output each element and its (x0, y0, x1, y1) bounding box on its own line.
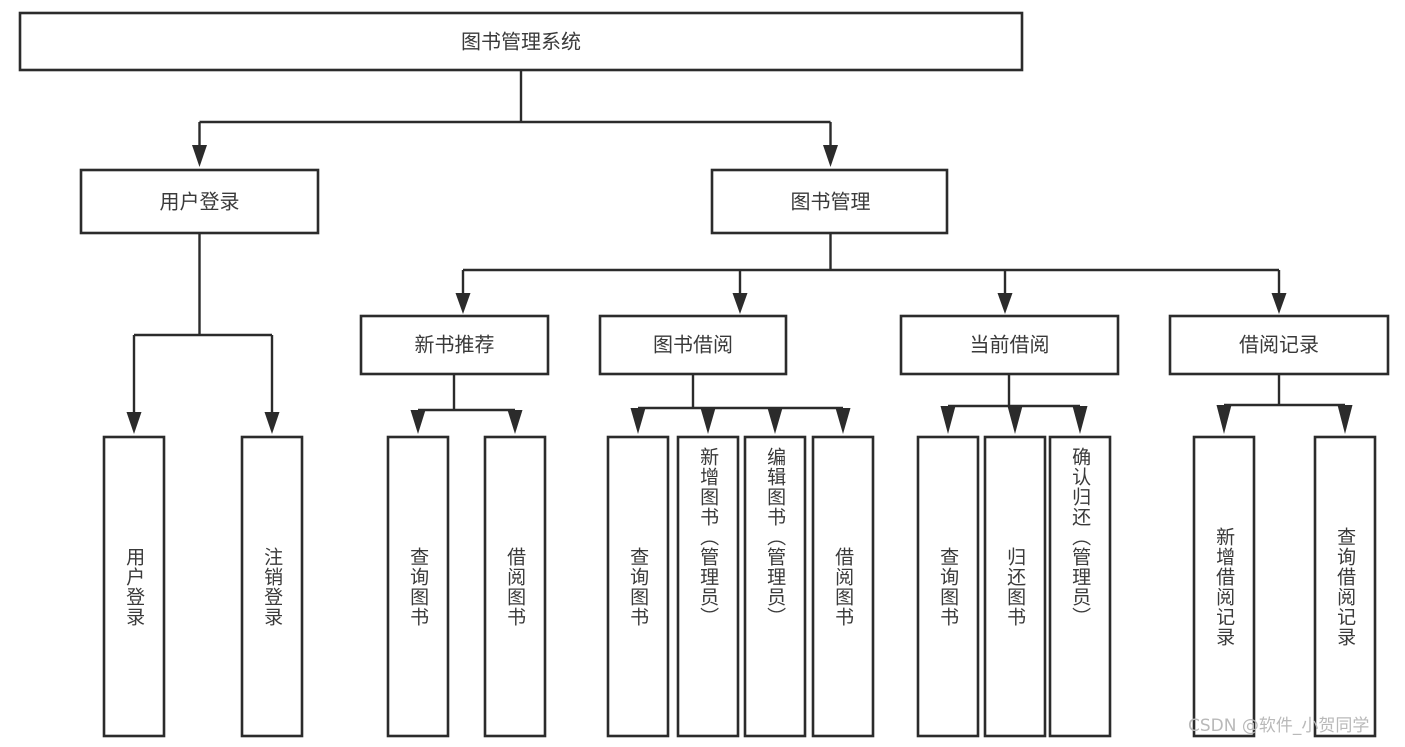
csdn-watermark: CSDN @软件_小贺同学 (1188, 716, 1370, 736)
arrow-head-bb-add-book (700, 408, 716, 434)
node-book-borrow-box[interactable] (598, 314, 788, 376)
leaf-box-add-book-admin[interactable] (676, 435, 740, 738)
leaf-box-group (102, 435, 1377, 738)
node-book-management[interactable]: 图书管理 (710, 168, 949, 235)
leaf-box-query-book-bb[interactable] (606, 435, 670, 738)
leaf-box-borrow-book-bb[interactable] (811, 435, 875, 738)
node-user-login-box[interactable] (79, 168, 320, 235)
leaf-box-query-book-cb[interactable] (916, 435, 980, 738)
node-book-borrow[interactable]: 图书借阅 (598, 314, 788, 376)
node-current-borrow[interactable]: 当前借阅 (899, 314, 1120, 376)
node-root-system-box[interactable] (18, 11, 1024, 72)
leaf-box-logout[interactable] (240, 435, 304, 738)
node-borrow-record-box[interactable] (1168, 314, 1390, 376)
arrow-head-nbr-borrow-book (507, 410, 523, 434)
arrow-head-cb-confirm-return (1072, 406, 1088, 434)
leaf-box-add-borrow-record[interactable] (1192, 435, 1256, 738)
node-new-book-recommend-box[interactable] (359, 314, 550, 376)
edge-group-user-login-children (126, 233, 280, 434)
node-book-borrow-label: 图书借阅 (653, 333, 733, 357)
edge-group-book-mgmt-children (455, 233, 1287, 314)
node-root-system[interactable]: 图书管理系统 (18, 11, 1024, 72)
arrow-head-leaf-user-login (126, 412, 142, 434)
arrow-head-br-add-record (1216, 405, 1232, 434)
leaf-box-return-book[interactable] (983, 435, 1047, 738)
node-new-book-recommend-label: 新书推荐 (415, 333, 495, 357)
leaf-box-query-book-nbr[interactable] (386, 435, 450, 738)
leaf-box-edit-book-admin[interactable] (743, 435, 807, 738)
node-book-management-label: 图书管理 (791, 190, 871, 214)
node-root-system-label: 图书管理系统 (461, 30, 581, 54)
node-new-book-recommend[interactable]: 新书推荐 (359, 314, 550, 376)
arrow-head-borrow-record (1271, 293, 1287, 314)
arrow-head-cb-query-book (940, 406, 956, 434)
node-current-borrow-label: 当前借阅 (970, 333, 1050, 357)
arrow-head-br-query-record (1337, 405, 1353, 434)
arrow-head-book-mgmt (823, 145, 838, 167)
arrow-head-bb-query-book (630, 408, 646, 434)
node-borrow-record[interactable]: 借阅记录 (1168, 314, 1390, 376)
edge-group-new-book-rec-children (410, 374, 523, 434)
arrow-head-book-borrow (732, 293, 748, 314)
arrow-head-leaf-logout (264, 412, 280, 434)
arrow-head-current-borrow (997, 293, 1013, 314)
leaf-box-borrow-book-nbr[interactable] (483, 435, 547, 738)
edge-group-root-to-level2 (192, 70, 838, 167)
node-current-borrow-box[interactable] (899, 314, 1120, 376)
leaf-box-query-borrow-record[interactable] (1313, 435, 1377, 738)
leaf-box-user-login[interactable] (102, 435, 166, 738)
arrow-head-new-book-rec (455, 293, 471, 314)
arrow-head-cb-return-book (1007, 406, 1023, 434)
node-borrow-record-label: 借阅记录 (1239, 333, 1319, 357)
edge-group-book-borrow-children (630, 374, 851, 434)
arrow-head-user-login (192, 145, 207, 167)
leaf-box-confirm-return-admin[interactable] (1048, 435, 1112, 738)
edge-group-current-borrow-children (940, 374, 1088, 434)
node-user-login-label: 用户登录 (160, 190, 240, 214)
edge-group-borrow-record-children (1216, 374, 1353, 434)
arrow-head-bb-borrow-book (835, 408, 851, 434)
node-book-management-box[interactable] (710, 168, 949, 235)
arrow-head-nbr-query-book (410, 410, 426, 434)
node-user-login[interactable]: 用户登录 (79, 168, 320, 235)
arrow-head-bb-edit-book (767, 408, 783, 434)
